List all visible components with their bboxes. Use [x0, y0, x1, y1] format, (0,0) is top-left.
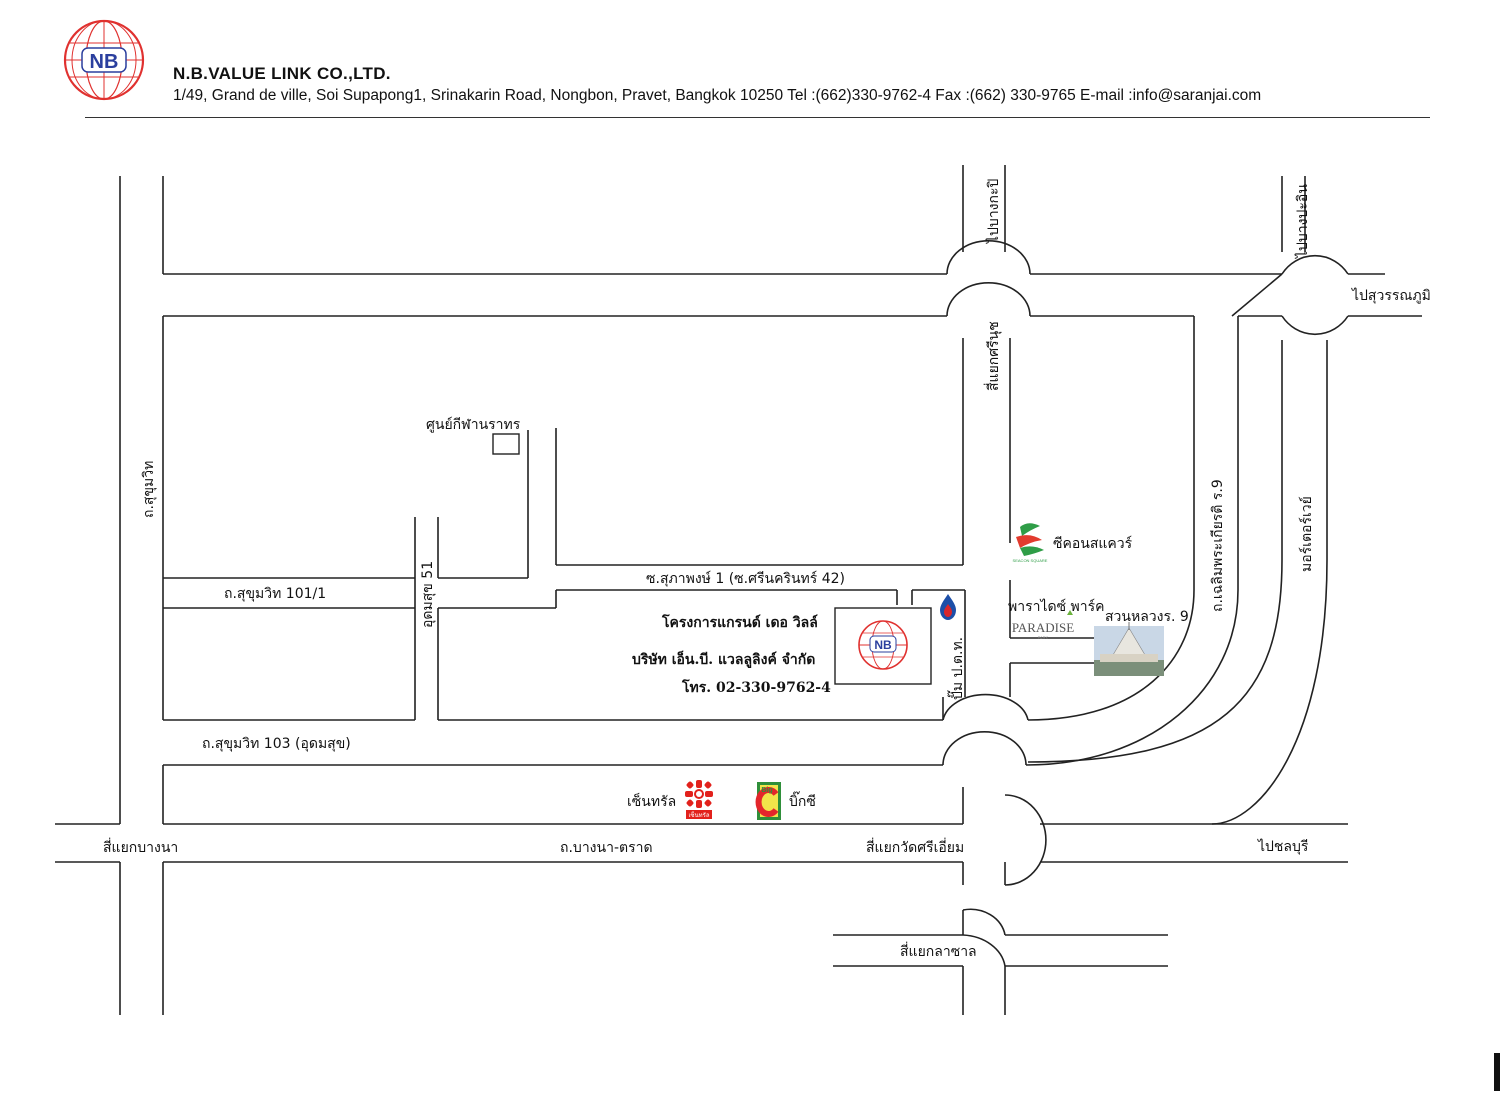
road-lines — [55, 165, 1422, 1015]
company-logo: NB — [63, 19, 145, 101]
suan-luang-photo — [1094, 622, 1164, 676]
label-srinuch-junction: สี่แยกศรีนุช — [984, 321, 1002, 391]
label-sukhumvit-101-1: ถ.สุขุมวิท 101/1 — [224, 586, 326, 602]
central-logo-text: เซ็นทรัล — [688, 810, 709, 819]
label-to-chonburi: ไปชลบุรี — [1257, 838, 1309, 855]
header-logo-text: NB — [90, 51, 119, 73]
project-phone: โทร. 02-330-9762-4 — [681, 678, 831, 696]
central-flower-icon: เซ็นทรัล — [685, 780, 713, 819]
paradise-logo-icon: PARADISE PARK — [1012, 610, 1074, 640]
label-to-bang-kapi: ไปบางกะปิ — [985, 178, 1002, 244]
label-to-bang-pa-in: ไปบางปะอิน — [1294, 184, 1311, 259]
label-big-c: บิ๊กซี — [789, 791, 816, 810]
globe-logo-icon: NB — [63, 19, 145, 101]
sports-center-box — [492, 433, 520, 455]
label-motorway: มอร์เตอร์เวย์ — [1298, 496, 1315, 572]
company-name: N.B.VALUE LINK CO.,LTD. — [173, 64, 391, 83]
label-udomsuk-51: อุดมสุข 51 — [420, 561, 436, 628]
scan-edge-mark — [1494, 1053, 1500, 1091]
header-divider — [85, 117, 1430, 118]
seacon-logo-icon: SEACON SQUARE — [1013, 523, 1048, 563]
project-company: บริษัท เอ็น.บี. แวลลูลิงค์ จำกัด — [632, 650, 815, 668]
label-ptt-station: ปั๊ม ป.ต.ท. — [947, 637, 966, 700]
label-chaloem-phrakiat: ถ.เฉลิมพระเกียรติ ร.9 — [1210, 479, 1226, 612]
label-paradise-park: พาราไดซ์ พาร์ค — [1008, 598, 1105, 615]
label-to-suvarnabhumi: ไปสุวรรณภูมิ — [1351, 287, 1431, 304]
label-bangna-junction: สี่แยกบางนา — [103, 838, 178, 856]
seacon-logo-text: SEACON SQUARE — [1013, 558, 1048, 563]
label-supapong-1: ซ.สุภาพงษ์ 1 (ซ.ศรีนครินทร์ 42) — [646, 570, 845, 587]
label-suan-luang: สวนหลวงร. 9 — [1105, 609, 1189, 625]
bigc-logo-text: Big — [761, 787, 772, 794]
label-seacon-square: ซีคอนสแควร์ — [1053, 535, 1133, 552]
label-sports-center: ศูนย์กีฬานราทร — [426, 416, 521, 433]
paradise-logo-text: PARADISE — [1012, 620, 1074, 635]
paradise-logo-sub: PARK — [1038, 635, 1049, 640]
label-sukhumvit-103: ถ.สุขุมวิท 103 (อุดมสุข) — [202, 736, 351, 752]
label-la-salle-junction: สี่แยกลาซาล — [900, 942, 977, 960]
label-wat-sri-iam-junction: สี่แยกวัดศรีเอี่ยม — [866, 838, 964, 856]
ptt-drop-icon — [940, 594, 956, 620]
label-sukhumvit: ถ.สุขุมวิท — [141, 461, 157, 518]
label-bangna-trad: ถ.บางนา-ตราด — [560, 840, 653, 856]
project-name: โครงการแกรนด์ เดอ วิลล์ — [661, 613, 818, 631]
project-logo-icon: NB — [858, 620, 908, 670]
project-logo-text: NB — [874, 638, 892, 652]
bigc-logo-icon: Big — [755, 782, 781, 820]
label-central: เซ็นทรัล — [627, 792, 676, 810]
company-address: 1/49, Grand de ville, Soi Supapong1, Sri… — [173, 87, 1262, 104]
